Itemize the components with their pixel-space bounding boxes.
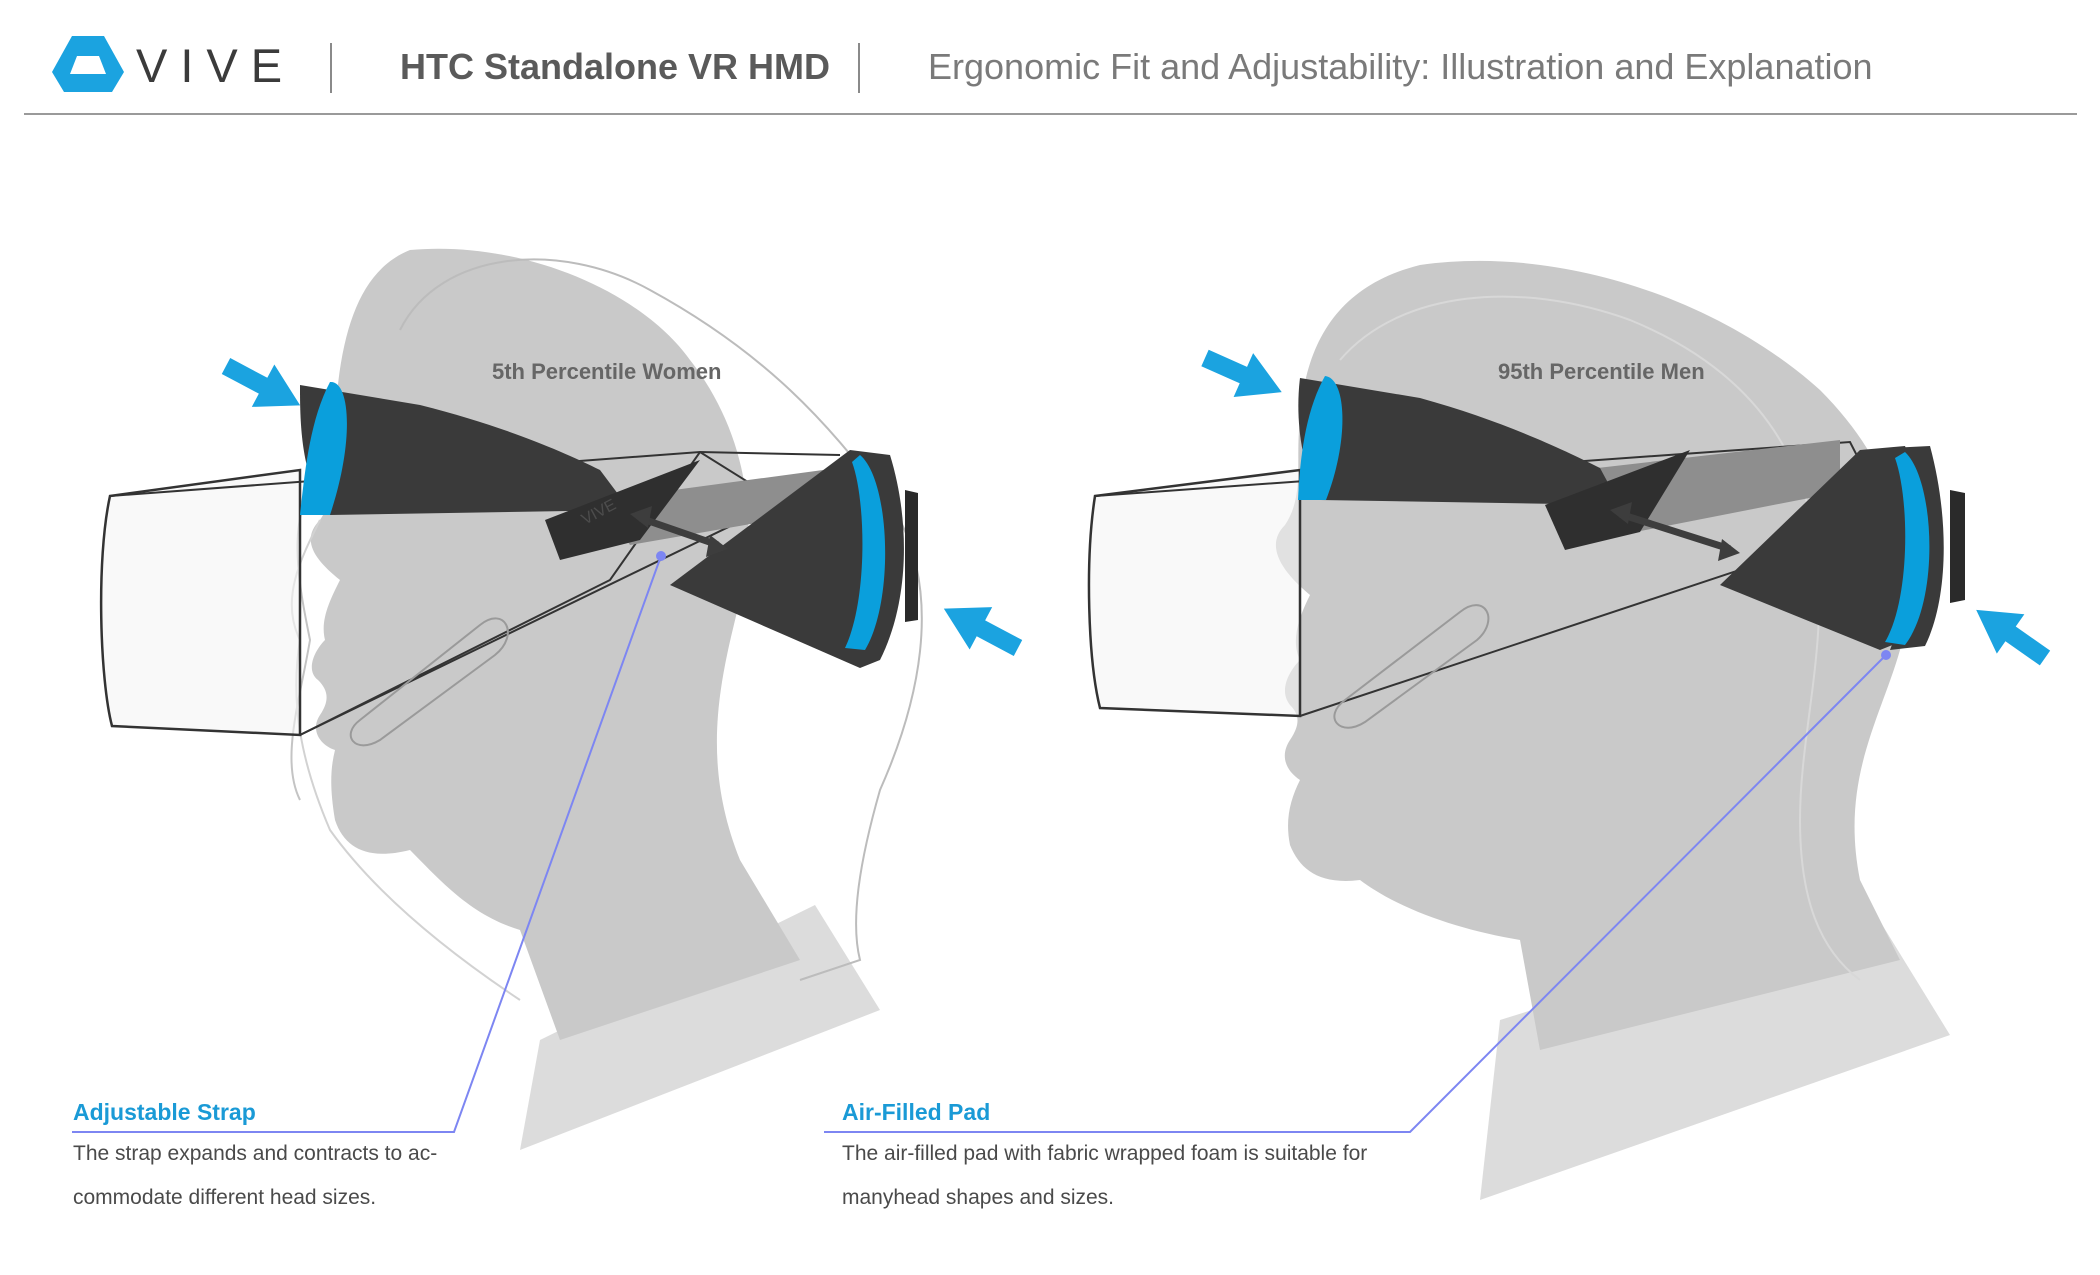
- callout-title: Air-Filled Pad: [842, 1099, 991, 1125]
- callout-title: Adjustable Strap: [73, 1099, 256, 1125]
- vive-logo: VIVE: [50, 34, 300, 96]
- illustration-canvas: VIVE: [72, 248, 2059, 1200]
- panel-label-women: 5th Percentile Women: [492, 359, 722, 384]
- header-rule: [24, 113, 2077, 115]
- leader-dot: [656, 551, 666, 561]
- header-divider: [858, 43, 860, 93]
- leader-dot: [1881, 650, 1891, 660]
- callout-adjustable-strap: Adjustable Strap The strap expands and c…: [73, 1098, 593, 1220]
- callout-line: commodate different head sizes.: [73, 1186, 377, 1209]
- callout-body: The air-filled pad with fabric wrapped f…: [842, 1132, 1462, 1220]
- product-name: HTC Standalone VR HMD: [400, 46, 831, 87]
- leader-lines: [72, 555, 1887, 1133]
- large-head-figure: [1087, 260, 1965, 1200]
- illustration: VIVE: [0, 116, 2100, 1275]
- page-header: VIVE HTC Standalone VR HMD Ergonomic Fit…: [0, 0, 2100, 116]
- callout-line: manyhead shapes and sizes.: [842, 1186, 1115, 1209]
- callout-air-filled-pad: Air-Filled Pad The air-filled pad with f…: [842, 1098, 1462, 1220]
- brand-wordmark: VIVE: [136, 39, 296, 92]
- small-head-figure: VIVE: [99, 248, 923, 1150]
- vive-logo-icon: [52, 36, 124, 92]
- page-title: Ergonomic Fit and Adjustability: Illustr…: [928, 46, 1873, 87]
- callout-line: The air-filled pad with fabric wrapped f…: [842, 1142, 1368, 1165]
- callout-body: The strap expands and contracts to ac- c…: [73, 1132, 593, 1220]
- header-divider: [330, 43, 332, 93]
- callout-line: The strap expands and contracts to ac-: [73, 1142, 438, 1165]
- panel-label-men: 95th Percentile Men: [1498, 359, 1705, 384]
